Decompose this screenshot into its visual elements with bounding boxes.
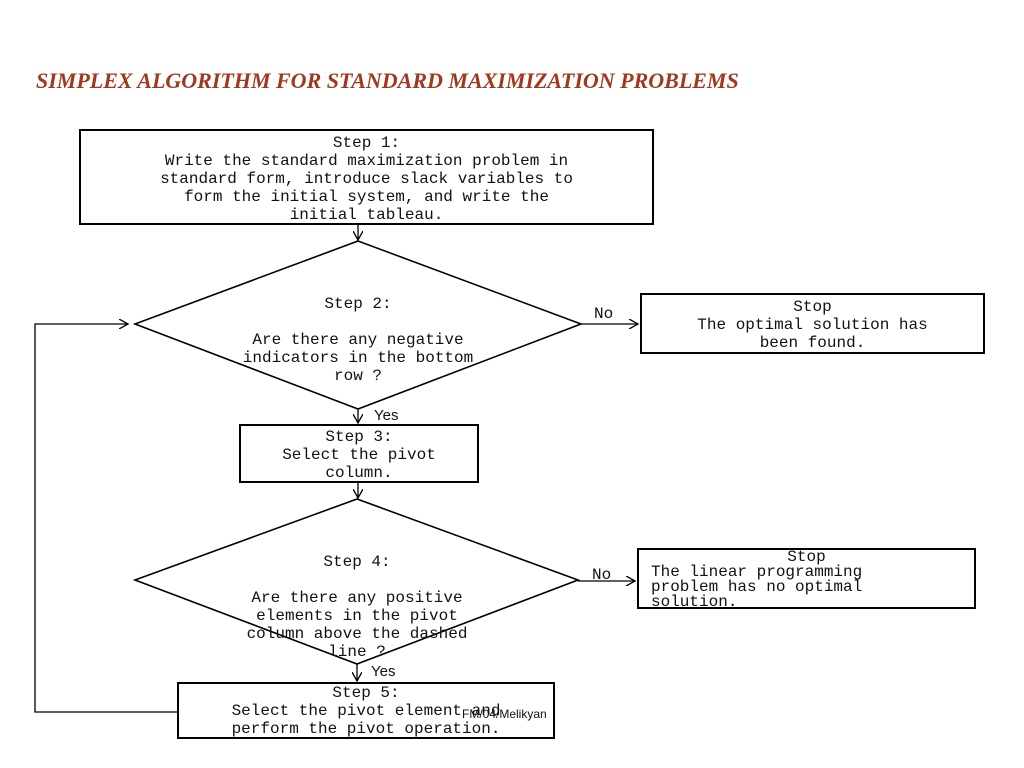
yes-label-step4: Yes: [371, 663, 396, 680]
step1-text: Write the standard maximization problem …: [160, 152, 573, 224]
footer-credit: FM/04/Melikyan: [462, 707, 547, 721]
stop1-box: Stop The optimal solution has been found…: [640, 293, 985, 354]
step4-text: Are there any positive elements in the p…: [246, 589, 468, 661]
step1-box: Step 1: Write the standard maximization …: [79, 129, 654, 225]
step5-text: Select the pivot element and perform the…: [231, 702, 501, 738]
page-title: SIMPLEX ALGORITHM FOR STANDARD MAXIMIZAT…: [36, 68, 739, 93]
step1-heading: Step 1:: [332, 134, 401, 152]
step2-heading: Step 2:: [324, 295, 392, 313]
no-label-step2: No: [594, 305, 614, 323]
step3-text: Select the pivot column.: [282, 446, 436, 482]
step4-label: Step 4: Are there any positive elements …: [197, 535, 517, 679]
yes-label-step2: Yes: [374, 407, 399, 424]
stop2-box: Stop The linear programming problem has …: [637, 548, 976, 611]
loop-back-connector: [34, 324, 177, 713]
step3-heading: Step 3:: [325, 428, 393, 446]
step2-label: Step 2: Are there any negative indicator…: [198, 277, 518, 403]
step5-box: Step 5: Select the pivot element and per…: [177, 682, 555, 739]
step5-heading: Step 5:: [332, 684, 400, 702]
stop1-heading: Stop: [793, 298, 832, 316]
stop2-text: The linear programming problem has no op…: [651, 563, 863, 611]
no-label-step4: No: [592, 566, 612, 584]
stop2-heading: Stop: [787, 548, 826, 566]
stop1-text: The optimal solution has been found.: [697, 316, 928, 352]
step2-text: Are there any negative indicators in the…: [242, 331, 474, 385]
step4-heading: Step 4:: [323, 553, 391, 571]
step3-box: Step 3: Select the pivot column.: [239, 424, 479, 483]
